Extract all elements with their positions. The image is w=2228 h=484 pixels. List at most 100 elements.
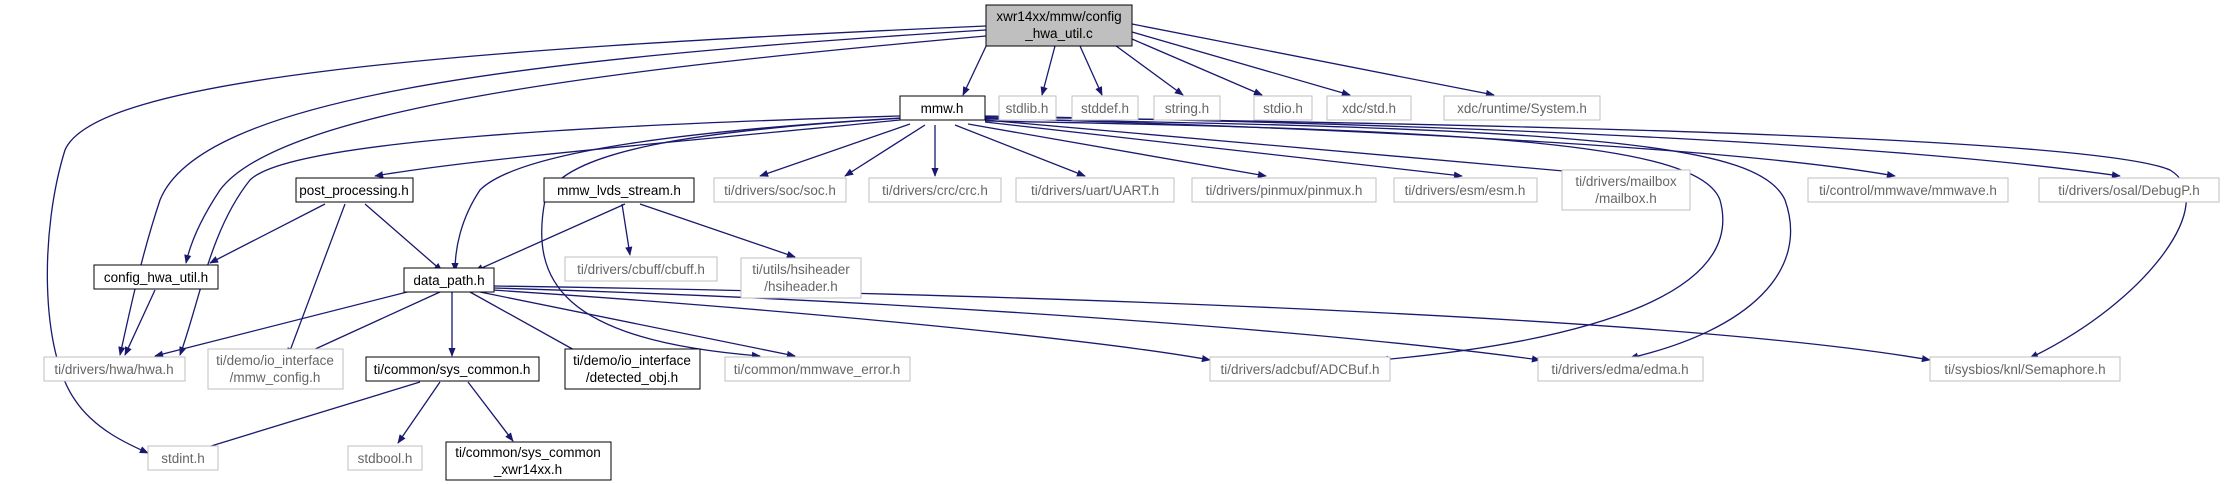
node-config-hwa-util-h[interactable]: config_hwa_util.h xyxy=(93,264,219,290)
edge-mmw-adcbuf xyxy=(984,120,1724,363)
node-mmwave-error-h-label: ti/common/mmwave_error.h xyxy=(734,362,901,377)
edge-mmw-esm xyxy=(984,121,1463,179)
edge-syscommon-stdint xyxy=(184,381,421,456)
node-cbuff-h[interactable]: ti/drivers/cbuff/cbuff.h xyxy=(564,256,718,282)
node-mmw-h[interactable]: mmw.h xyxy=(899,95,986,121)
node-sys-common-xwr14xx-h[interactable]: ti/common/sys_common _xwr14xx.h xyxy=(445,441,612,481)
node-mailbox-h[interactable]: ti/drivers/mailbox /mailbox.h xyxy=(1561,169,1691,211)
edge-mmw-uart xyxy=(954,124,1086,177)
edge-lvds-hsiheader xyxy=(639,203,796,258)
edge-lvds-cbuff xyxy=(621,203,633,256)
node-sys-common-h[interactable]: ti/common/sys_common.h xyxy=(365,356,540,382)
node-stdint-h[interactable]: stdint.h xyxy=(147,445,219,471)
node-detected-obj-h[interactable]: ti/demo/io_interface /detected_obj.h xyxy=(564,348,701,390)
edge-mmw-semaphore xyxy=(984,116,2187,359)
edge-root-string xyxy=(1107,39,1184,96)
node-stddef-h[interactable]: stddef.h xyxy=(1071,95,1139,121)
node-semaphore-h[interactable]: ti/sysbios/knl/Semaphore.h xyxy=(1929,356,2121,382)
node-edma-h-label: ti/drivers/edma/edma.h xyxy=(1551,362,1688,377)
edge-datapath-edma xyxy=(493,287,1541,363)
node-hwa-h[interactable]: ti/drivers/hwa/hwa.h xyxy=(43,356,186,382)
node-stdbool-h[interactable]: stdbool.h xyxy=(347,445,423,471)
node-uart-h-label: ti/drivers/uart/UART.h xyxy=(1031,183,1159,198)
node-hsiheader-h-line1: ti/utils/hsiheader xyxy=(752,262,850,277)
node-detected-obj-h-line2: /detected_obj.h xyxy=(586,370,678,385)
node-root[interactable]: xwr14xx/mmw/config _hwa_util.c xyxy=(985,4,1133,47)
edge-confighwa-hwa xyxy=(124,289,156,356)
edge-root-system xyxy=(1131,23,1495,97)
node-root-line2: _hwa_util.c xyxy=(1024,26,1093,41)
node-config-hwa-util-h-label: config_hwa_util.h xyxy=(104,270,208,285)
node-semaphore-h-label: ti/sysbios/knl/Semaphore.h xyxy=(1944,362,2105,377)
edge-lvds-datapath xyxy=(474,203,626,272)
node-stddef-h-label: stddef.h xyxy=(1081,101,1129,116)
edge-root-stdint xyxy=(46,25,987,454)
node-detected-obj-h-line1: ti/demo/io_interface xyxy=(573,353,691,368)
node-post-processing-h[interactable]: post_processing.h xyxy=(295,177,414,203)
node-stdio-h-label: stdio.h xyxy=(1263,101,1303,116)
node-string-h-label: string.h xyxy=(1165,101,1209,116)
edge-mmw-hwa xyxy=(179,115,901,356)
edge-mmw-soc xyxy=(844,124,926,177)
node-adcbuf-h[interactable]: ti/drivers/adcbuf/ADCBuf.h xyxy=(1209,356,1391,382)
node-sys-common-xwr14xx-h-line2: _xwr14xx.h xyxy=(493,462,562,477)
node-root-line1: xwr14xx/mmw/config xyxy=(996,9,1121,24)
node-stdbool-h-label: stdbool.h xyxy=(358,451,413,466)
node-mmwave-h[interactable]: ti/control/mmwave/mmwave.h xyxy=(1807,177,2009,203)
node-soc-h-label: ti/drivers/soc/soc.h xyxy=(724,183,836,198)
node-uart-h[interactable]: ti/drivers/uart/UART.h xyxy=(1015,177,1175,203)
edge-datapath-mmwconfig xyxy=(299,291,441,357)
node-xdc-std-h[interactable]: xdc/std.h xyxy=(1326,95,1412,121)
edge-syscommon-sysxwr xyxy=(467,381,514,442)
node-adcbuf-h-label: ti/drivers/adcbuf/ADCBuf.h xyxy=(1220,362,1379,377)
node-mmw-lvds-stream-h-label: mmw_lvds_stream.h xyxy=(557,183,681,198)
node-esm-h-label: ti/drivers/esm/esm.h xyxy=(1405,183,1526,198)
node-mmw-h-label: mmw.h xyxy=(921,101,964,116)
node-data-path-h[interactable]: data_path.h xyxy=(403,267,495,293)
edge-root-stddef xyxy=(1079,45,1103,96)
node-hwa-h-label: ti/drivers/hwa/hwa.h xyxy=(54,362,173,377)
node-debugp-h-label: ti/drivers/osal/DebugP.h xyxy=(2058,183,2200,198)
edge-mmw-mmwaveerror xyxy=(541,117,906,359)
node-stdlib-h[interactable]: stdlib.h xyxy=(998,95,1057,121)
node-mailbox-h-line1: ti/drivers/mailbox xyxy=(1575,174,1677,189)
node-mailbox-h-line2: /mailbox.h xyxy=(1595,191,1657,206)
edge-postproc-datapath xyxy=(364,203,443,272)
edge-mmw-mailbox xyxy=(984,119,1621,179)
node-soc-h[interactable]: ti/drivers/soc/soc.h xyxy=(713,177,847,203)
node-crc-h-label: ti/drivers/crc/crc.h xyxy=(882,183,988,198)
node-string-h[interactable]: string.h xyxy=(1153,95,1221,121)
node-stdint-h-label: stdint.h xyxy=(161,451,205,466)
node-data-path-h-label: data_path.h xyxy=(413,273,484,288)
edge-root-confighwa xyxy=(184,35,987,264)
node-crc-h[interactable]: ti/drivers/crc/crc.h xyxy=(868,177,1002,203)
edge-mmw-pinmux xyxy=(967,123,1267,179)
node-pinmux-h-label: ti/drivers/pinmux/pinmux.h xyxy=(1206,183,1363,198)
edge-root-stdlib xyxy=(1040,45,1056,96)
node-mmw-lvds-stream-h[interactable]: mmw_lvds_stream.h xyxy=(543,177,695,203)
node-esm-h[interactable]: ti/drivers/esm/esm.h xyxy=(1393,177,1538,203)
node-hsiheader-h[interactable]: ti/utils/hsiheader /hsiheader.h xyxy=(740,257,862,299)
edge-datapath-hwa xyxy=(154,289,416,358)
node-xdc-system-h-label: xdc/runtime/System.h xyxy=(1457,101,1587,116)
node-sys-common-h-label: ti/common/sys_common.h xyxy=(374,362,531,377)
node-cbuff-h-label: ti/drivers/cbuff/cbuff.h xyxy=(577,262,705,277)
node-post-processing-h-label: post_processing.h xyxy=(299,183,409,198)
node-stdio-h[interactable]: stdio.h xyxy=(1253,95,1313,121)
edge-postproc-confighwa xyxy=(209,203,326,264)
edge-mmw-datapath xyxy=(451,117,901,272)
node-xdc-system-h[interactable]: xdc/runtime/System.h xyxy=(1443,95,1601,121)
edge-root-mmw xyxy=(962,41,989,96)
edges xyxy=(46,23,2187,456)
node-sys-common-xwr14xx-h-line1: ti/common/sys_common xyxy=(455,445,601,460)
node-debugp-h[interactable]: ti/drivers/osal/DebugP.h xyxy=(2038,177,2220,203)
node-mmwave-error-h[interactable]: ti/common/mmwave_error.h xyxy=(724,356,911,382)
node-edma-h[interactable]: ti/drivers/edma/edma.h xyxy=(1537,356,1704,382)
node-mmw-config-h-line1: ti/demo/io_interface xyxy=(216,353,334,368)
node-mmw-config-h[interactable]: ti/demo/io_interface /mmw_config.h xyxy=(207,348,344,390)
edge-mmw-lvds xyxy=(759,123,911,177)
node-mmwave-h-label: ti/control/mmwave/mmwave.h xyxy=(1819,183,1997,198)
node-pinmux-h[interactable]: ti/drivers/pinmux/pinmux.h xyxy=(1191,177,1377,203)
edge-mmw-edma xyxy=(984,118,1792,360)
